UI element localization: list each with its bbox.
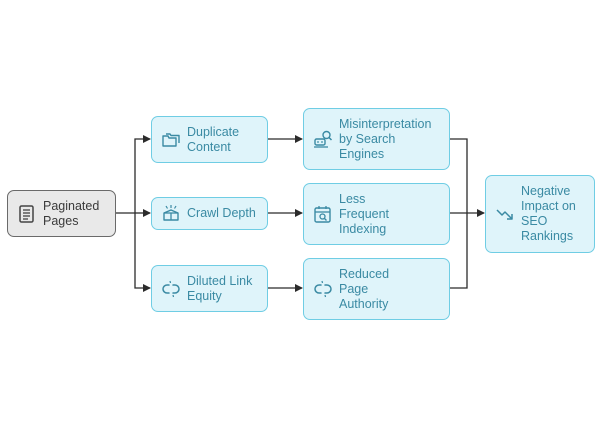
node-label: Paginated Pages [43,198,100,228]
node-label: Reduced Page Authority [339,266,390,311]
connector-misinterpretation-to-outcome [450,138,468,213]
connector-root-to-diluted [134,213,151,292]
calendar-search-icon [313,204,333,224]
node-paginated-pages: Paginated Pages [7,190,116,237]
broken-link-icon [161,279,181,299]
node-crawl-depth: Crawl Depth [151,197,268,230]
node-duplicate-content: Duplicate Content [151,116,268,163]
node-label: Duplicate Content [187,124,240,154]
node-label: Misinterpretation by Search Engines [339,116,432,161]
node-label: Less Frequent Indexing [339,191,390,236]
box-icon [161,204,181,224]
node-less-frequent-indexing: Less Frequent Indexing [303,183,450,245]
broken-link-icon [313,279,333,299]
trend-down-icon [495,204,515,224]
node-diluted-link-equity: Diluted Link Equity [151,265,268,312]
node-negative-seo-impact: Negative Impact on SEO Rankings [485,175,595,253]
node-reduced-page-authority: Reduced Page Authority [303,258,450,320]
search-robot-icon [313,129,333,149]
node-label: Crawl Depth [187,206,256,220]
connector-root-to-duplicate [134,135,151,213]
node-label: Diluted Link Equity [187,273,253,303]
connector-authority-to-outcome [450,213,468,289]
node-misinterpretation: Misinterpretation by Search Engines [303,108,450,170]
node-label: Negative Impact on SEO Rankings [521,184,576,243]
folders-icon [161,130,181,150]
document-icon [17,204,37,224]
